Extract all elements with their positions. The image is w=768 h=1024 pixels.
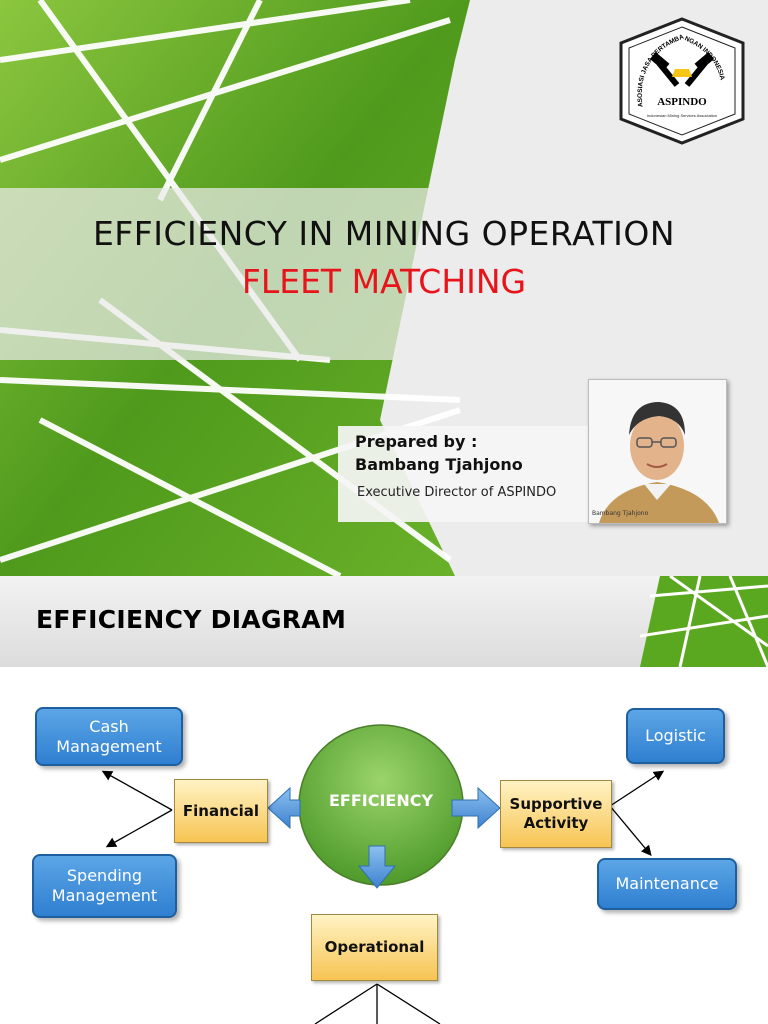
slide-subtitle: FLEET MATCHING bbox=[241, 262, 527, 301]
operational-node: Operational bbox=[311, 914, 438, 981]
logistic-node: Logistic bbox=[626, 708, 725, 764]
supportive-activity-node: Supportive Activity bbox=[500, 780, 612, 848]
aspindo-logo: ASPINDO Indonesian Mining Services Assoc… bbox=[619, 17, 745, 145]
photo-caption: Bambang Tjahjono bbox=[592, 510, 649, 517]
presenter-name: Bambang Tjahjono bbox=[355, 455, 523, 474]
slide-title: EFFICIENCY IN MINING OPERATION bbox=[92, 214, 676, 253]
spending-management-node: Spending Management bbox=[32, 854, 177, 918]
logo-tagline: Indonesian Mining Services Association bbox=[647, 113, 717, 118]
person-portrait-icon bbox=[589, 380, 726, 523]
efficiency-label: EFFICIENCY bbox=[328, 791, 434, 810]
presenter-role: Executive Director of ASPINDO bbox=[357, 485, 557, 500]
diagram-header bbox=[0, 576, 768, 667]
diagram-title: EFFICIENCY DIAGRAM bbox=[36, 605, 347, 634]
title-band bbox=[0, 188, 768, 360]
logo-acronym: ASPINDO bbox=[657, 96, 707, 108]
maintenance-node: Maintenance bbox=[597, 858, 737, 910]
green-corner-decoration bbox=[640, 576, 768, 667]
prepared-by-label: Prepared by : bbox=[355, 432, 478, 451]
diagram-connectors bbox=[101, 724, 665, 1024]
presenter-box bbox=[338, 426, 588, 522]
presenter-photo bbox=[588, 379, 727, 524]
cash-management-node: Cash Management bbox=[35, 707, 183, 766]
diagram-slide: EFFICIENCY DIAGRAM EFFICIENCY Fin bbox=[0, 576, 768, 1024]
title-slide: EFFICIENCY IN MINING OPERATION FLEET MAT… bbox=[0, 0, 768, 576]
financial-node: Financial bbox=[174, 779, 268, 843]
arrow-to-supportive-icon bbox=[451, 786, 501, 830]
arrow-to-operational-icon bbox=[357, 845, 397, 889]
arrow-to-financial-icon bbox=[267, 786, 301, 830]
